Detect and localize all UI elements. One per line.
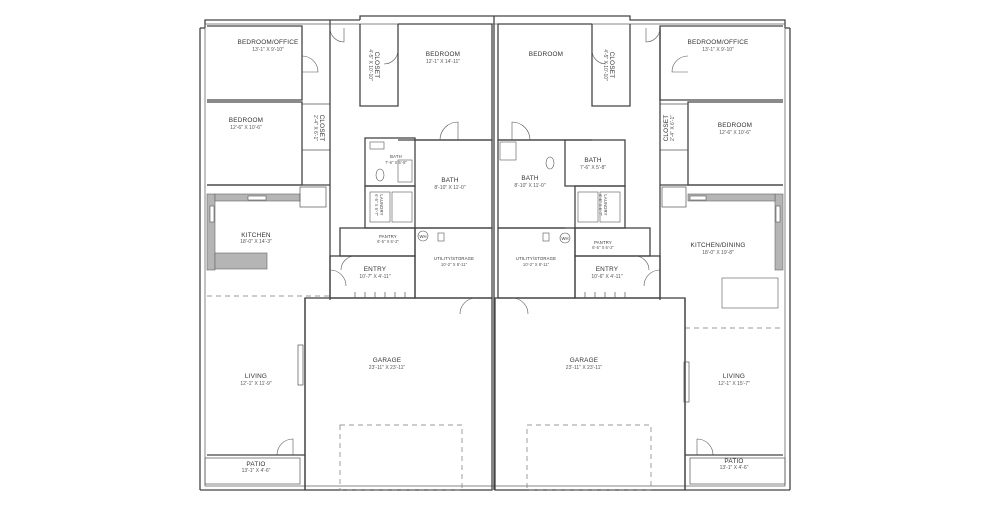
room-dim: 7'-6" X 5'-8" (580, 165, 606, 171)
water-heater-label: WH (420, 234, 427, 239)
room-name: BEDROOM (718, 122, 752, 129)
room-name: LIVING (723, 373, 745, 380)
room-name: BEDROOM (229, 117, 263, 124)
room-dim: 12'-1" X 14'-11" (426, 59, 460, 65)
room-labels: BEDROOM/OFFICE 13'-1" X 9'-10" BEDROOM 1… (229, 39, 752, 474)
left-unit-walls (204, 23, 493, 490)
room-name: BATH (521, 175, 539, 182)
room-name: KITCHEN (241, 232, 271, 239)
room-dim: 6'-5" X 6'-7" (374, 194, 379, 216)
room-dim: 10'-7" X 4'-11" (359, 274, 390, 280)
room-dim: 7'-6" X 5'-8" (385, 160, 407, 165)
right-garage-walls (494, 292, 686, 491)
room-dim: 4'-5" X 10'-10" (367, 49, 373, 81)
room-dim: 13'-1" X 9'-10" (702, 47, 734, 53)
room-name: BEDROOM/OFFICE (687, 39, 748, 46)
room-name: BEDROOM (529, 51, 563, 58)
room-name: CLOSET (663, 115, 670, 142)
right-kitchen-counters (661, 186, 784, 309)
room-dim: 8'-10" X 11'-0" (434, 185, 465, 191)
room-dim: 13'-1" X 4'-6" (242, 468, 271, 474)
room-name: BEDROOM/OFFICE (237, 39, 298, 46)
room-name: ENTRY (596, 266, 619, 273)
room-name: LAUNDRY (379, 194, 384, 215)
room-name: UTILITY/STORAGE (434, 256, 474, 261)
room-dim: 13'-1" X 9'-10" (252, 47, 284, 53)
room-name: BATH (584, 157, 602, 164)
room-name: CLOSET (318, 115, 325, 142)
room-name: LAUNDRY (603, 194, 608, 215)
room-dim: 18'-0" X 19'-8" (702, 250, 734, 256)
room-dim: 12'-1" X 15'-7" (718, 381, 750, 387)
room-name: PANTRY (594, 240, 612, 245)
room-name: LIVING (245, 373, 267, 380)
right-bath-fixtures (499, 141, 621, 244)
room-dim: 8'-10" X 11'-0" (514, 183, 545, 189)
room-dim: 23'-11" X 23'-11" (369, 365, 406, 371)
left-door-swings (276, 27, 477, 456)
room-name: CLOSET (608, 52, 615, 79)
room-dim: 18'-0" X 14'-3" (240, 239, 272, 245)
room-dim: 10'-2" X 8'-11" (441, 262, 468, 267)
room-dim: 6'-5" X 6'-2" (592, 245, 614, 250)
room-dim: 2'-4" X 6'-1" (312, 115, 318, 141)
room-dim: 4'-5" X 10'-10" (602, 49, 608, 81)
room-name: PATIO (246, 461, 265, 468)
left-garage-walls (304, 292, 493, 491)
room-dim: 10'-2" X 8'-11" (523, 262, 550, 267)
room-name: GARAGE (570, 357, 599, 364)
room-dim: 12'-1" X 11'-9" (240, 381, 271, 387)
room-name: GARAGE (373, 357, 402, 364)
room-dim: 13'-1" X 4'-6" (720, 465, 749, 471)
room-name: BEDROOM (426, 51, 460, 58)
room-name: BATH (390, 154, 402, 159)
left-bath-fixtures (369, 141, 445, 242)
room-name: CLOSET (373, 52, 380, 79)
room-dim: 10'-6" X 4'-11" (591, 274, 622, 280)
room-name: KITCHEN/DINING (691, 242, 746, 249)
room-name: PATIO (724, 458, 743, 465)
room-name: UTILITY/STORAGE (516, 256, 556, 261)
room-name: PANTRY (379, 234, 397, 239)
room-dim: 12'-6" X 10'-6" (719, 130, 751, 136)
room-name: ENTRY (364, 266, 387, 273)
room-dim: 2'-4" X 6'-1" (670, 115, 676, 141)
room-dim: 6'-5" X 6'-2" (377, 239, 399, 244)
room-dim: 6'-5" X 6'-7" (598, 194, 603, 216)
room-dim: 23'-11" X 23'-11" (566, 365, 603, 371)
water-heater-label: WH (562, 236, 569, 241)
room-dim: 12'-6" X 10'-6" (230, 125, 262, 131)
left-kitchen-counters (206, 186, 327, 271)
right-door-swings (511, 27, 714, 456)
room-name: BATH (441, 177, 459, 184)
